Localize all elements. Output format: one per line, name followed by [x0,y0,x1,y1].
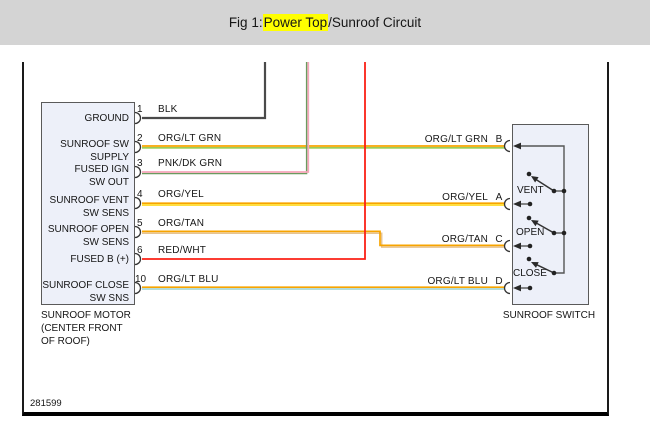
pin-letter-C: C [495,234,503,245]
wire-label-org-tan: ORG/TAN [158,218,205,229]
wire-label-org-yel: ORG/YEL [158,189,204,200]
pin-number-1: 1 [137,104,143,115]
pin-letter-D: D [495,276,503,287]
wire-label-right-org-ltgrn: ORG/LT GRN [424,134,488,145]
motor-caption-3: OF ROOF) [41,336,90,347]
figure-title-prefix: Fig 1: [228,15,263,30]
wire-label-org-ltgrn: ORG/LT GRN [158,133,222,144]
motor-terminal-ign-2: SW OUT [89,177,129,188]
pin-number-5: 5 [137,218,143,229]
wire-label-red-wht: RED/WHT [158,245,207,256]
pin-number-10: 10 [135,274,147,285]
motor-caption-1: SUNROOF MOTOR [41,310,131,321]
motor-terminal-sw-supply-1: SUNROOF SW [60,139,129,150]
wire-label-right-org-tan: ORG/TAN [441,234,488,245]
pin-letter-A: A [495,192,503,203]
pin-number-6: 6 [137,245,143,256]
wire-label-pnk-dkgrn: PNK/DK GRN [158,158,223,169]
motor-terminal-close-2: SW SNS [89,293,129,304]
motor-caption-2: (CENTER FRONT [41,323,123,334]
sunroof-motor-box [41,102,135,305]
switch-caption: SUNROOF SWITCH [502,310,596,321]
wire-label-org-ltblu: ORG/LT BLU [158,274,219,285]
switch-function-vent: VENT [517,185,544,196]
pin-letter-B: B [495,134,503,145]
motor-terminal-vent-2: SW SENS [82,208,129,219]
figure-number: 281599 [30,398,62,409]
pin-number-3: 3 [137,158,143,169]
motor-terminal-open-1: SUNROOF OPEN [47,224,129,235]
wire-label-right-org-ltblu: ORG/LT BLU [427,276,488,287]
motor-terminal-ground: GROUND [84,113,129,124]
pin-number-4: 4 [137,189,143,200]
motor-terminal-fused-b: FUSED B (+) [70,254,129,265]
pin-number-2: 2 [137,133,143,144]
wire-label-blk: BLK [158,104,178,115]
motor-terminal-close-1: SUNROOF CLOSE [42,280,129,291]
diagram-frame [22,62,609,416]
wire-label-right-org-yel: ORG/YEL [442,192,488,203]
motor-terminal-sw-supply-2: SUPPLY [90,152,129,163]
switch-function-open: OPEN [516,227,545,238]
switch-function-close: CLOSE [513,268,547,279]
motor-terminal-vent-1: SUNROOF VENT [49,195,129,206]
figure-title-highlight: Power Top [262,14,329,31]
figure-title-bar: Fig 1: Power Top/Sunroof Circuit [0,0,650,45]
motor-terminal-open-2: SW SENS [82,237,129,248]
motor-terminal-ign-1: FUSED IGN [74,164,129,175]
figure-title-suffix: /Sunroof Circuit [328,15,422,30]
